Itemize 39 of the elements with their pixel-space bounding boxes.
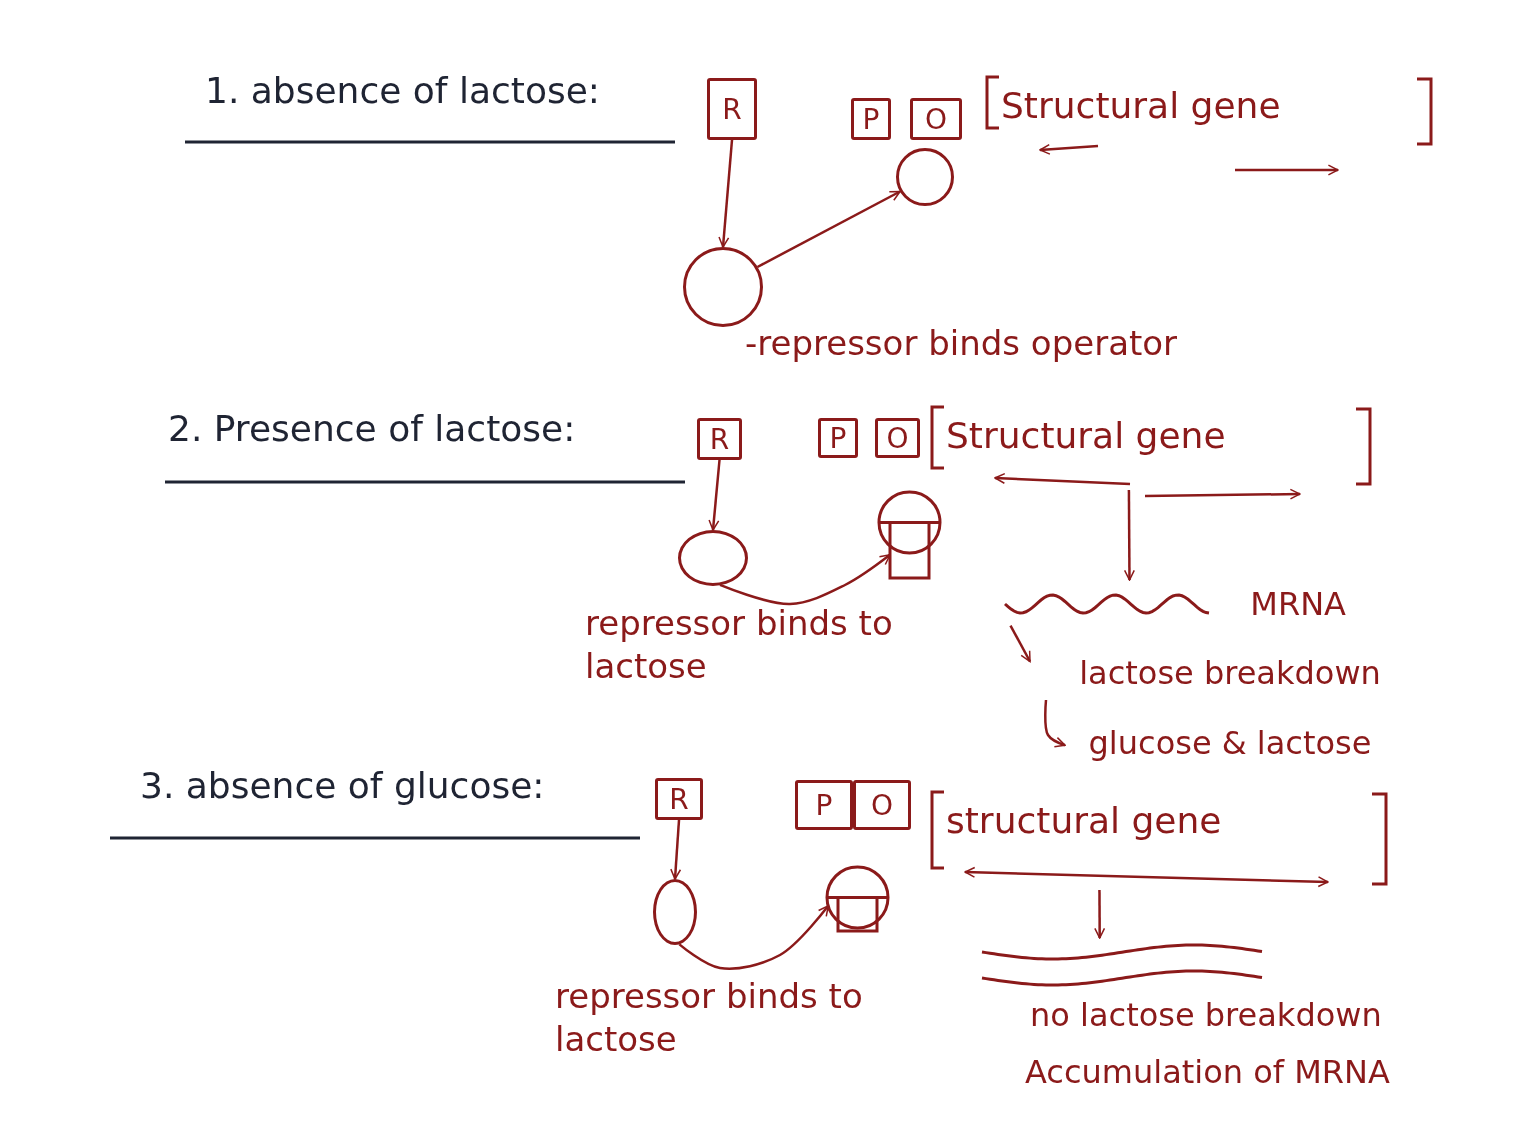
arrow [1123,490,1135,581]
gene-box: O [875,418,920,458]
gene-label: Structural gene [1001,85,1281,126]
arrow [1009,625,1032,663]
gene-box: R [707,78,757,140]
node-label: Accumulation of MRNA [1025,1052,1391,1092]
node-label: no lactose breakdown [1030,995,1383,1035]
arrow [670,819,682,880]
repressor-circle [896,148,954,206]
mrna-label: MRNA [1250,585,1347,623]
arrow [678,905,830,970]
gene-label: structural gene [946,800,1222,841]
gene-box: O [910,98,962,140]
gene-box: P [818,418,858,458]
node-label: -repressor binds operator [745,322,1179,365]
arrow [719,553,891,606]
gene-box: R [655,778,703,820]
arrow [1094,890,1106,939]
process-text: glucose & lactose [1065,715,1395,770]
arrow [756,190,901,269]
repressor-circle [683,247,763,327]
repressor-circle [653,879,697,945]
section-heading: 1. absence of lactose: [205,70,600,111]
arrow [708,459,721,531]
gene-box: R [697,418,742,460]
section-heading: 3. absence of glucose: [140,765,545,806]
arrow [1044,699,1066,748]
node-label: repressor binds to lactose [585,602,894,687]
repressor-complex-drawing [877,490,942,580]
arrow [718,139,734,248]
gene-box: O [853,780,911,830]
node-label: repressor binds to lactose [555,975,864,1060]
repressor-circle [678,530,748,586]
gene-box: P [851,98,891,140]
section-heading: 2. Presence of lactose: [168,408,576,449]
gene-label: Structural gene [946,415,1226,456]
process-text: lactose breakdown [1030,645,1430,700]
gene-box: P [795,780,853,830]
repressor-complex-drawing [825,865,890,933]
